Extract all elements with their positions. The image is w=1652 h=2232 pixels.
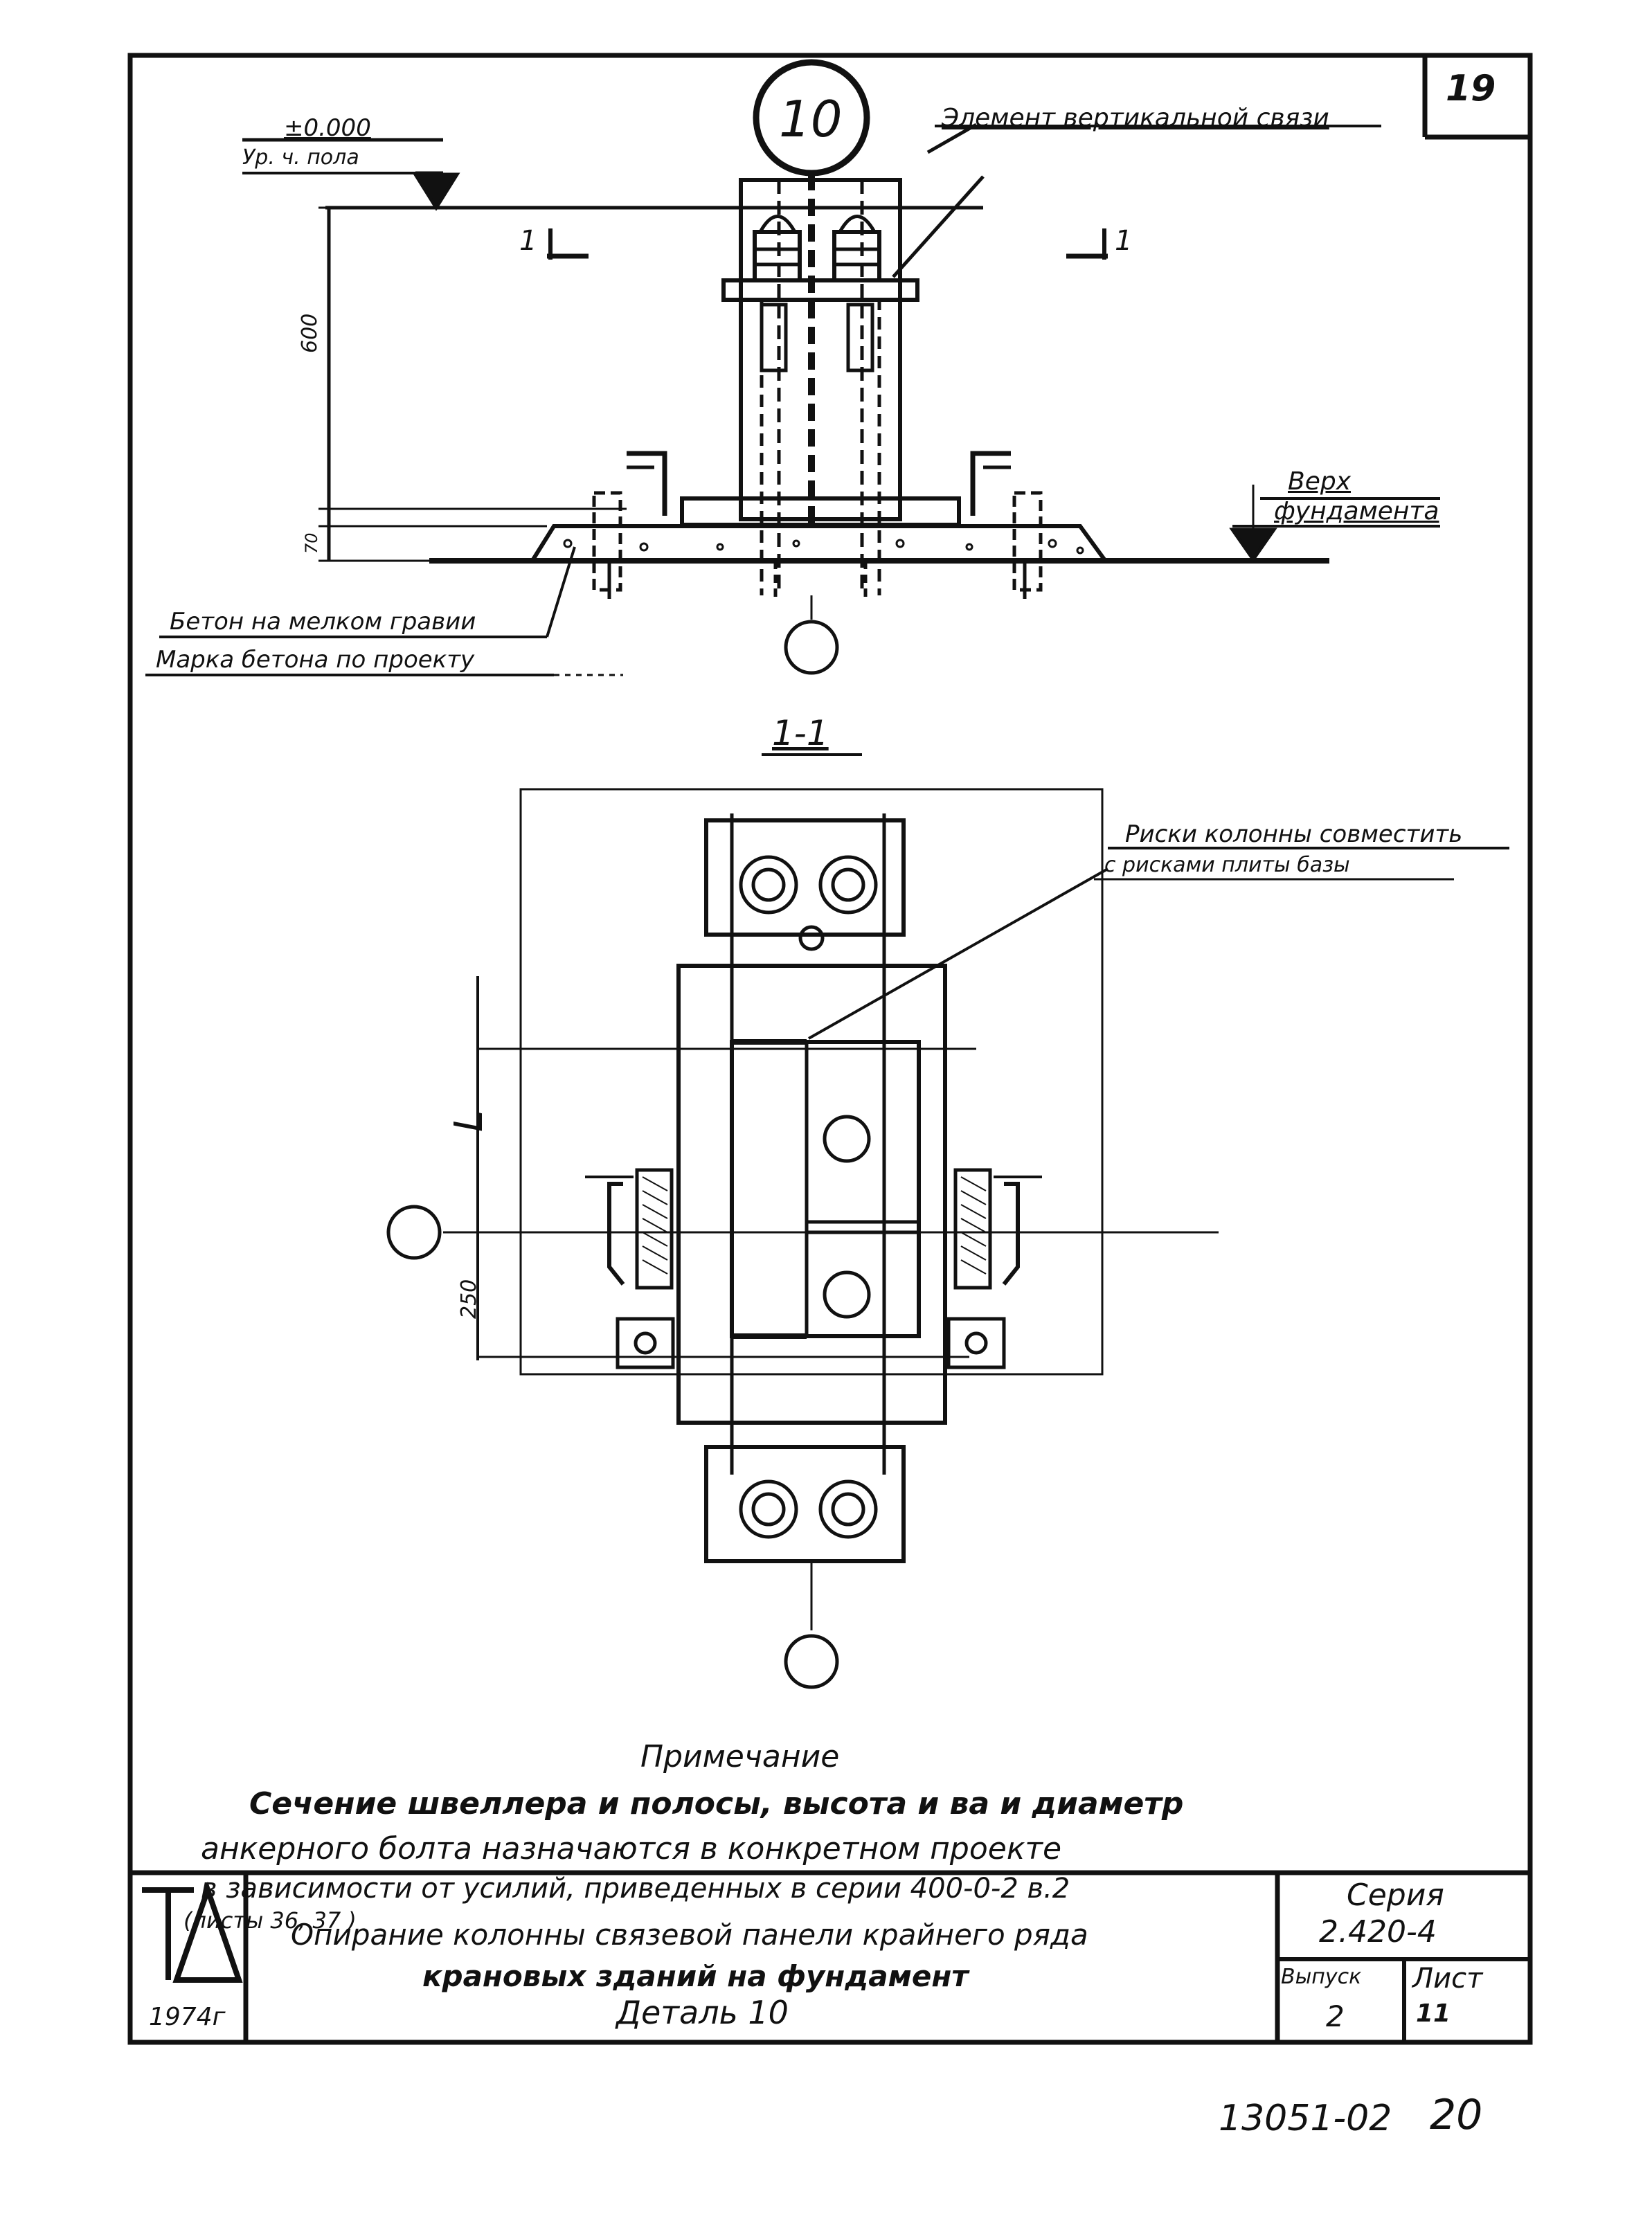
risks-label-2: с рисками плиты базы bbox=[1104, 853, 1350, 877]
section-mark-right: 1 bbox=[1115, 225, 1133, 257]
section-mark-left: 1 bbox=[519, 225, 537, 257]
sheet-number: 19 bbox=[1446, 68, 1496, 109]
element-label: Элемент вертикальной связи bbox=[942, 104, 1329, 132]
detail-marker-number: 10 bbox=[779, 90, 843, 148]
top-foundation-label-2: фундамента bbox=[1274, 497, 1439, 525]
note-line-3: в зависимости от усилий, приведенных в с… bbox=[201, 1873, 1070, 1905]
title-line-3: Деталь 10 bbox=[616, 1994, 789, 2031]
level-value: ±0.000 bbox=[284, 114, 371, 142]
dim-70: 70 bbox=[302, 532, 321, 554]
series-value: 2.420-4 bbox=[1319, 1914, 1437, 1950]
dim-600: 600 bbox=[298, 313, 322, 353]
dim-L: L bbox=[447, 1110, 492, 1132]
concrete-label-1: Бетон на мелком гравии bbox=[170, 608, 476, 636]
level-caption: Ур. ч. пола bbox=[242, 145, 359, 170]
sheet-value: 11 bbox=[1416, 1999, 1451, 2028]
risks-label-1: Риски колонны совместить bbox=[1125, 820, 1463, 848]
title-line-1: Опирание колонны связевой панели крайнег… bbox=[291, 1918, 1088, 1952]
note-line-1: Сечение швеллера и полосы, высота и ва и… bbox=[249, 1786, 1184, 1821]
page-number: 20 bbox=[1430, 2091, 1483, 2139]
axis-circle-top bbox=[784, 620, 839, 675]
td-logo-text: ТД bbox=[166, 1987, 167, 1988]
doc-code: 13051-02 bbox=[1219, 2098, 1392, 2139]
issue-value: 2 bbox=[1326, 1999, 1345, 2033]
title-line-2: крановых зданий на фундамент bbox=[422, 1959, 969, 1993]
section-title: 1-1 bbox=[772, 713, 829, 753]
note-title: Примечание bbox=[640, 1739, 840, 1774]
axis-circle-bottom bbox=[784, 1634, 839, 1689]
issue-label: Выпуск bbox=[1281, 1965, 1362, 1989]
sheet-label: Лист bbox=[1412, 1963, 1483, 1995]
sheet-frame bbox=[127, 53, 1533, 2045]
note-line-2: анкерного болта назначаются в конкретном… bbox=[201, 1831, 1062, 1866]
td-logo bbox=[142, 1881, 243, 1983]
top-foundation-label-1: Верх bbox=[1288, 467, 1352, 496]
concrete-label-2: Марка бетона по проекту bbox=[156, 646, 475, 674]
note-line-4: (листы 36, 37 ) bbox=[183, 1907, 357, 1934]
axis-circle-left bbox=[386, 1205, 442, 1260]
title-year: 1974г bbox=[149, 2003, 226, 2031]
series-label: Серия bbox=[1347, 1878, 1444, 1913]
dim-250: 250 bbox=[457, 1279, 481, 1319]
